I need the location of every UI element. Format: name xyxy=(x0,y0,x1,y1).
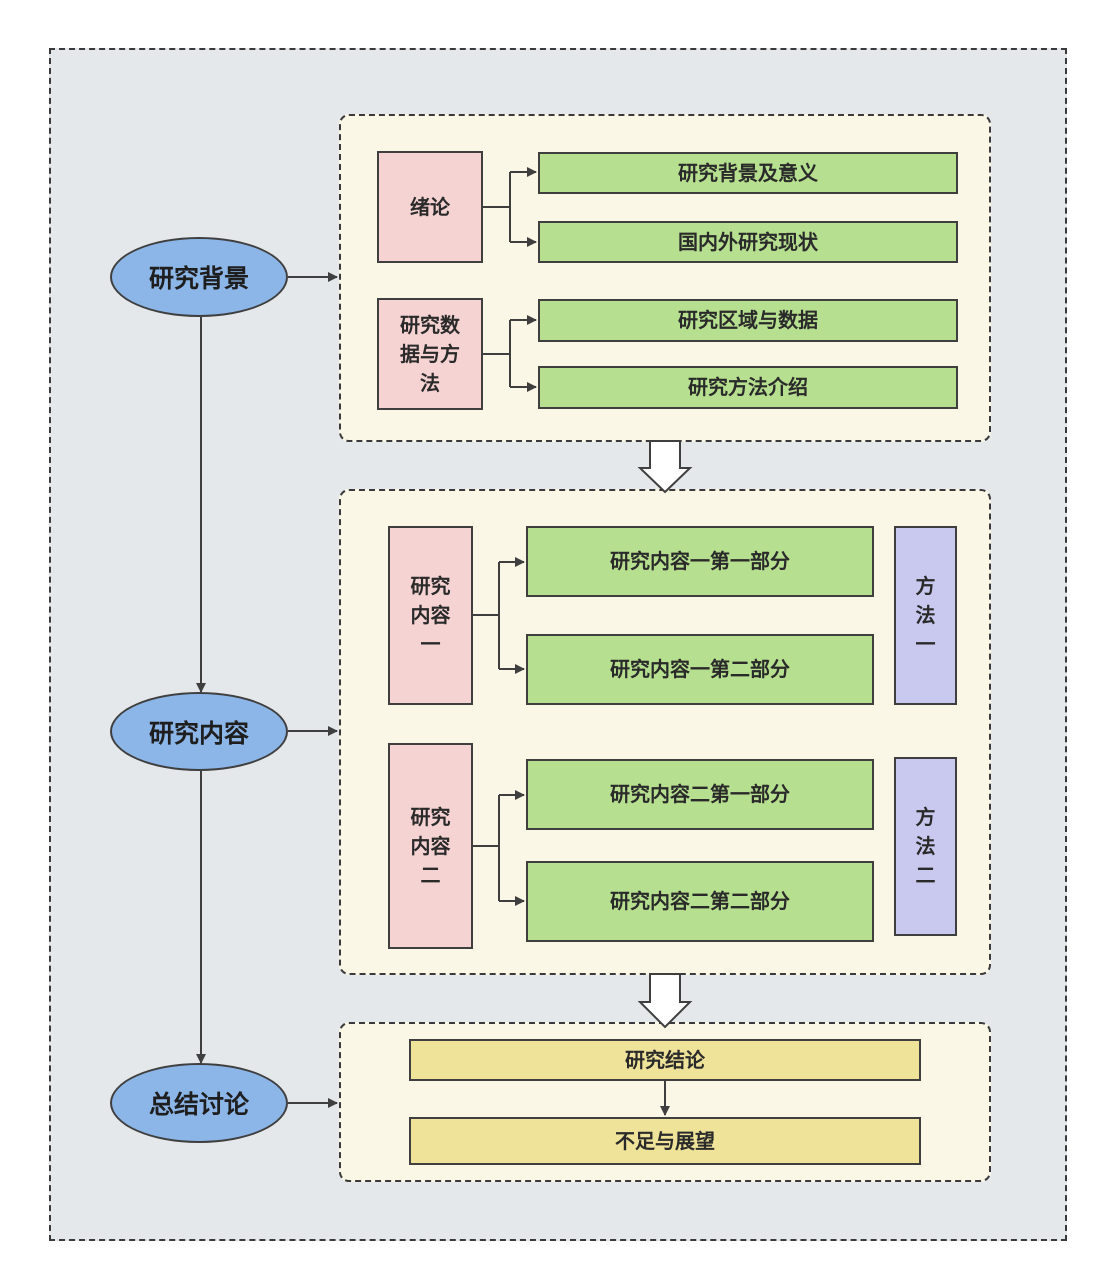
box-conclusion: 研究结论 xyxy=(409,1039,921,1081)
box-conclusion-label: 研究结论 xyxy=(625,1047,705,1072)
box-data-method-item-1-label: 研究区域与数据 xyxy=(678,308,818,332)
node-conclusion: 总结讨论 xyxy=(110,1063,288,1143)
box-intro: 绪论 xyxy=(377,151,483,263)
box-intro-item-1: 研究背景及意义 xyxy=(538,152,958,194)
box-content-2-item-1-label: 研究内容二第一部分 xyxy=(610,782,790,806)
box-intro-item-1-label: 研究背景及意义 xyxy=(678,160,818,185)
box-intro-label: 绪论 xyxy=(410,194,450,219)
node-background-label: 研究背景 xyxy=(148,264,249,293)
box-data-method: 研究数据与方法 xyxy=(377,298,483,410)
node-content-label: 研究内容 xyxy=(148,718,249,748)
box-content-1-item-2-label: 研究内容一第二部分 xyxy=(610,657,790,681)
box-outlook-label: 不足与展望 xyxy=(615,1128,715,1153)
box-content-1-item-1-label: 研究内容一第一部分 xyxy=(610,549,790,573)
box-data-method-item-2-label: 研究方法介绍 xyxy=(688,375,808,399)
box-content-2-label: 研究内容二 xyxy=(410,804,451,887)
box-content-1-label: 研究内容一 xyxy=(410,574,451,656)
box-content-1-item-1: 研究内容一第一部分 xyxy=(526,526,874,597)
node-content: 研究内容 xyxy=(110,692,288,771)
box-content-2-item-2: 研究内容二第二部分 xyxy=(526,861,874,942)
box-data-method-label: 研究数据与方法 xyxy=(400,312,460,395)
box-content-1-item-2: 研究内容一第二部分 xyxy=(526,634,874,705)
box-content-2-item-1: 研究内容二第一部分 xyxy=(526,759,874,830)
box-outlook: 不足与展望 xyxy=(409,1117,921,1165)
box-intro-item-2: 国内外研究现状 xyxy=(538,221,958,263)
box-method-1-label: 方法一 xyxy=(915,574,936,656)
box-content-2-item-2-label: 研究内容二第二部分 xyxy=(610,889,790,913)
box-method-2-label: 方法二 xyxy=(915,805,936,887)
node-conclusion-label: 总结讨论 xyxy=(148,1090,249,1119)
box-intro-item-2-label: 国内外研究现状 xyxy=(678,229,818,254)
box-content-1: 研究内容一 xyxy=(388,526,473,705)
box-data-method-item-1: 研究区域与数据 xyxy=(538,299,958,342)
box-data-method-item-2: 研究方法介绍 xyxy=(538,366,958,409)
box-method-1: 方法一 xyxy=(894,526,957,705)
box-content-2: 研究内容二 xyxy=(388,743,473,949)
node-background: 研究背景 xyxy=(110,237,288,317)
box-method-2: 方法二 xyxy=(894,757,957,936)
